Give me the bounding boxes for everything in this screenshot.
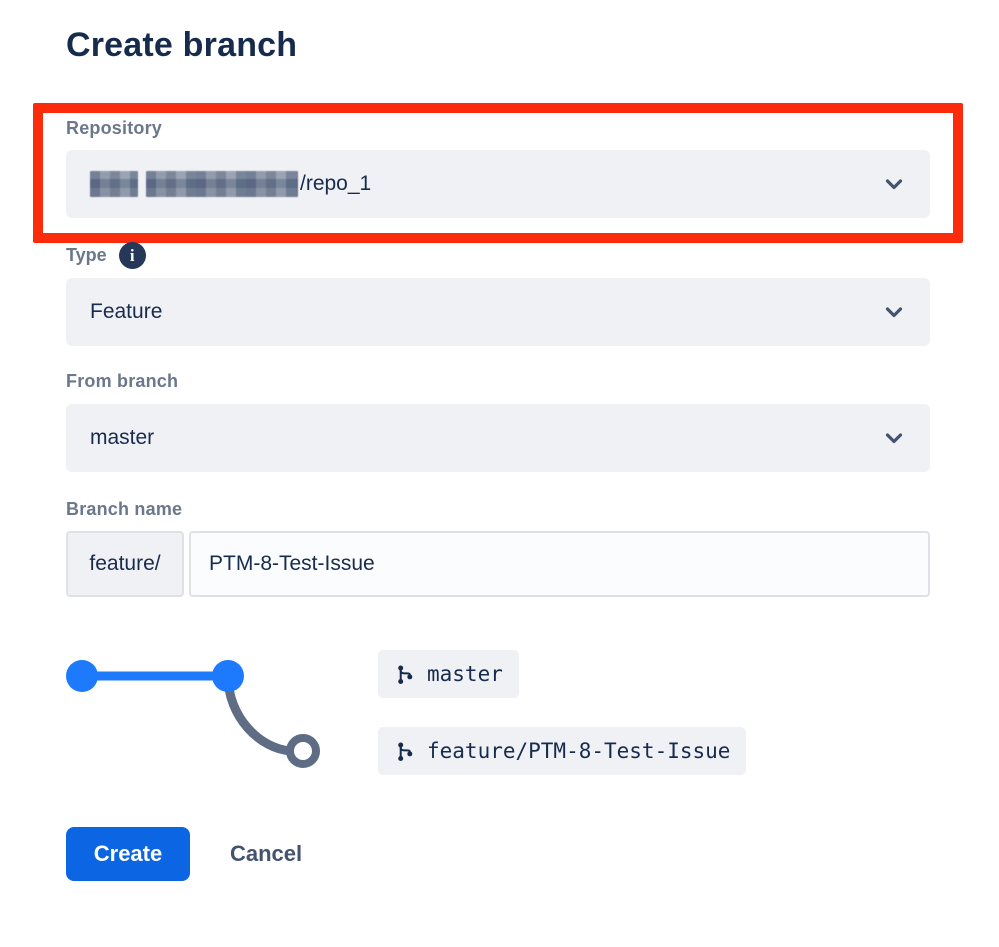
page-title: Create branch xyxy=(66,26,298,64)
chevron-down-icon xyxy=(885,307,903,318)
commit-dot xyxy=(66,660,98,692)
feature-branch-badge: feature/PTM-8-Test-Issue xyxy=(378,727,747,775)
badge-branch-name: feature/PTM-8-Test-Issue xyxy=(427,739,731,763)
branch-name-prefix: feature/ xyxy=(66,531,184,597)
create-button[interactable]: Create xyxy=(66,827,190,881)
type-select[interactable]: Feature xyxy=(66,278,930,346)
info-icon[interactable]: i xyxy=(118,242,146,269)
redacted-block xyxy=(90,171,138,197)
redacted-workspace-name xyxy=(90,171,298,197)
branch-graph-illustration xyxy=(66,660,320,768)
type-value: Feature xyxy=(90,300,163,323)
repository-select[interactable]: /repo_1 xyxy=(66,150,930,218)
type-label: Type xyxy=(66,245,107,265)
branch-name-group: feature/ xyxy=(66,531,930,597)
repository-name-suffix: /repo_1 xyxy=(300,172,372,195)
from-branch-label: From branch xyxy=(66,371,179,391)
git-branch-icon xyxy=(398,664,413,684)
new-branch-dot xyxy=(286,734,320,768)
from-branch-value: master xyxy=(90,426,155,449)
git-branch-icon xyxy=(398,741,413,761)
branch-name-label: Branch name xyxy=(66,499,183,519)
chevron-down-icon xyxy=(885,433,903,444)
redacted-block xyxy=(146,171,298,197)
cancel-button[interactable]: Cancel xyxy=(218,833,314,875)
repository-value: /repo_1 xyxy=(90,171,371,197)
from-branch-select[interactable]: master xyxy=(66,404,930,472)
branch-name-input[interactable] xyxy=(189,531,930,597)
badge-branch-name: master xyxy=(427,662,503,686)
dialog-actions: Create Cancel xyxy=(66,827,314,881)
master-branch-badge: master xyxy=(378,650,519,698)
type-label-row: Type i xyxy=(66,242,146,269)
branch-point-dot xyxy=(212,660,244,692)
chevron-down-icon xyxy=(885,179,903,190)
repository-label: Repository xyxy=(66,118,163,138)
